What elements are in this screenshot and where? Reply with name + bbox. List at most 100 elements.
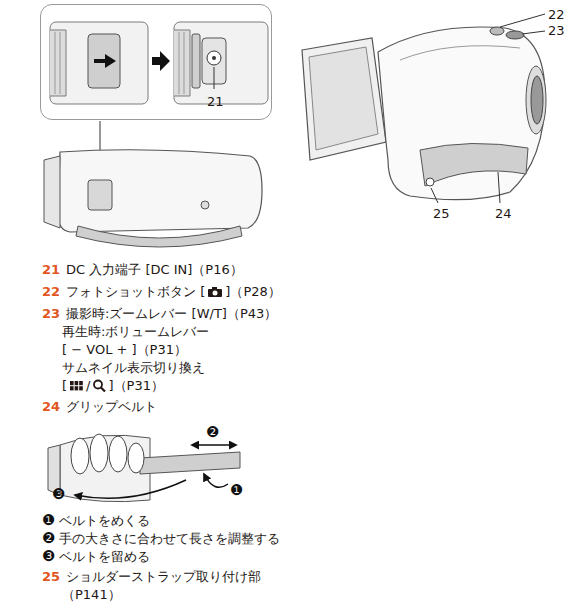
- camera-icon: [207, 286, 223, 298]
- label-text: [ − VOL + ]（P31）: [62, 341, 187, 358]
- label-text: /: [86, 377, 90, 394]
- grip-belt-figure: [75, 480, 186, 498]
- grip-belt-figure: [48, 434, 240, 502]
- leader-line: [500, 14, 545, 27]
- text-line: 23 撮影時:ズームレバー [W/T]（P43）: [42, 305, 277, 322]
- step-number: ❷: [42, 530, 55, 547]
- jack-cover-open: [174, 22, 268, 104]
- text-line: 25: [433, 205, 450, 222]
- grip-belt-figure: [109, 436, 127, 472]
- item-number: 25: [42, 568, 60, 585]
- text-line: （P141）: [62, 586, 121, 603]
- grip-belt-figure: [192, 444, 236, 446]
- camcorder-perspective: [490, 27, 504, 35]
- camcorder-perspective: [531, 76, 543, 124]
- text-line: 22: [548, 6, 565, 23]
- jack-cover-open: [184, 32, 185, 94]
- step-number: ❸: [42, 548, 55, 565]
- jack-cover-open: [179, 32, 180, 94]
- step-arrow: [152, 51, 170, 71]
- label-text: 撮影時:ズームレバー [W/T]（P43）: [66, 305, 277, 322]
- label-text: ]（P28）: [225, 283, 280, 300]
- text-line: 21 DC 入力端子 [DC IN]（P16）: [42, 261, 243, 278]
- item-number: 23: [42, 305, 60, 322]
- step-number: ❸: [52, 486, 65, 503]
- step-number: ❶: [42, 512, 55, 529]
- camcorder-perspective: [378, 27, 545, 200]
- camcorder-side: [76, 226, 242, 247]
- leader-line: [431, 188, 438, 203]
- item-number: 24: [42, 398, 60, 415]
- camcorder-side: [44, 156, 60, 228]
- label-text: [: [62, 377, 67, 394]
- camcorder-side: [201, 201, 209, 209]
- grip-belt-figure: [71, 438, 89, 474]
- leader-line: [498, 172, 500, 203]
- jack-cover-closed: [55, 32, 56, 94]
- text-line: 25 ショルダーストラップ取り付け部: [42, 568, 261, 585]
- text-line: 24: [495, 205, 512, 222]
- jack-cover-open: [192, 34, 200, 88]
- label-text: （P141）: [62, 586, 121, 603]
- camcorder-side: [88, 180, 112, 210]
- item-number: 21: [42, 261, 60, 278]
- step-number: ❷: [206, 424, 219, 441]
- text-line: ❸ベルトを留める: [42, 548, 150, 565]
- callout-number: 21: [207, 93, 224, 110]
- label-text: 再生時:ボリュームレバー: [62, 323, 209, 340]
- inset-panel: 21: [40, 4, 272, 120]
- label-text: ベルトをめくる: [59, 512, 150, 529]
- camcorder-side: [44, 150, 262, 247]
- step-number: ❶: [230, 482, 243, 499]
- grip-belt-figure: [204, 474, 228, 487]
- camcorder-perspective: [309, 47, 378, 150]
- label-text: ベルトを留める: [59, 548, 150, 565]
- camcorder-perspective: [506, 31, 524, 39]
- text-line: 23: [548, 22, 565, 39]
- text-line: [ − VOL + ]（P31）: [62, 341, 187, 358]
- text-line: 再生時:ボリュームレバー: [62, 323, 209, 340]
- text-line: 22 フォトショットボタン [ ]（P28）: [42, 283, 281, 300]
- jack-cover-open: [174, 30, 190, 96]
- jack-cover-closed: [88, 34, 120, 88]
- camcorder-perspective: [302, 27, 546, 200]
- jack-cover-open: [207, 51, 221, 65]
- jack-cover-closed: [50, 22, 148, 104]
- jack-cover-open: [212, 56, 216, 60]
- leader-line: [522, 31, 545, 34]
- label-text: フォトショットボタン [: [66, 283, 205, 300]
- camcorder-perspective: [302, 38, 386, 160]
- item-number: 22: [42, 283, 60, 300]
- jack-cover-closed: [50, 30, 66, 96]
- zoom-icon: [92, 379, 106, 392]
- callout-number: 24: [495, 205, 512, 222]
- jack-cover-closed: [50, 22, 148, 104]
- camcorder-perspective: [420, 143, 528, 186]
- jack-cover-closed: [60, 32, 61, 94]
- text-line: ❸: [52, 486, 69, 503]
- text-line: ❶ベルトをめくる: [42, 512, 150, 529]
- text-line: ❷手の大きさに合わせて長さを調整する: [42, 530, 280, 547]
- camcorder-perspective: [400, 46, 520, 60]
- thumbnail-icon: [69, 380, 84, 392]
- callout-number: 23: [548, 22, 565, 39]
- grip-belt-figure: [90, 434, 108, 472]
- label-text: DC 入力端子 [DC IN]（P16）: [66, 261, 243, 278]
- label-text: グリップベルト: [66, 398, 157, 415]
- label-text: ショルダーストラップ取り付け部: [66, 568, 261, 585]
- callout-number: 22: [548, 6, 565, 23]
- jack-cover-closed: [105, 54, 116, 68]
- camcorder-perspective: [526, 66, 546, 134]
- callout-number: 25: [433, 205, 450, 222]
- leader-line: [214, 67, 215, 89]
- label-text: サムネイル表示切り換え: [62, 359, 205, 376]
- label-text: ]（P31）: [108, 377, 163, 394]
- text-line: ❶: [230, 482, 247, 499]
- text-line: 24 グリップベルト: [42, 398, 157, 415]
- jack-cover-open: [174, 22, 268, 104]
- camcorder-side: [58, 150, 262, 232]
- grip-belt-figure: [128, 443, 144, 473]
- camcorder-perspective: [426, 178, 434, 186]
- text-line: サムネイル表示切り換え: [62, 359, 205, 376]
